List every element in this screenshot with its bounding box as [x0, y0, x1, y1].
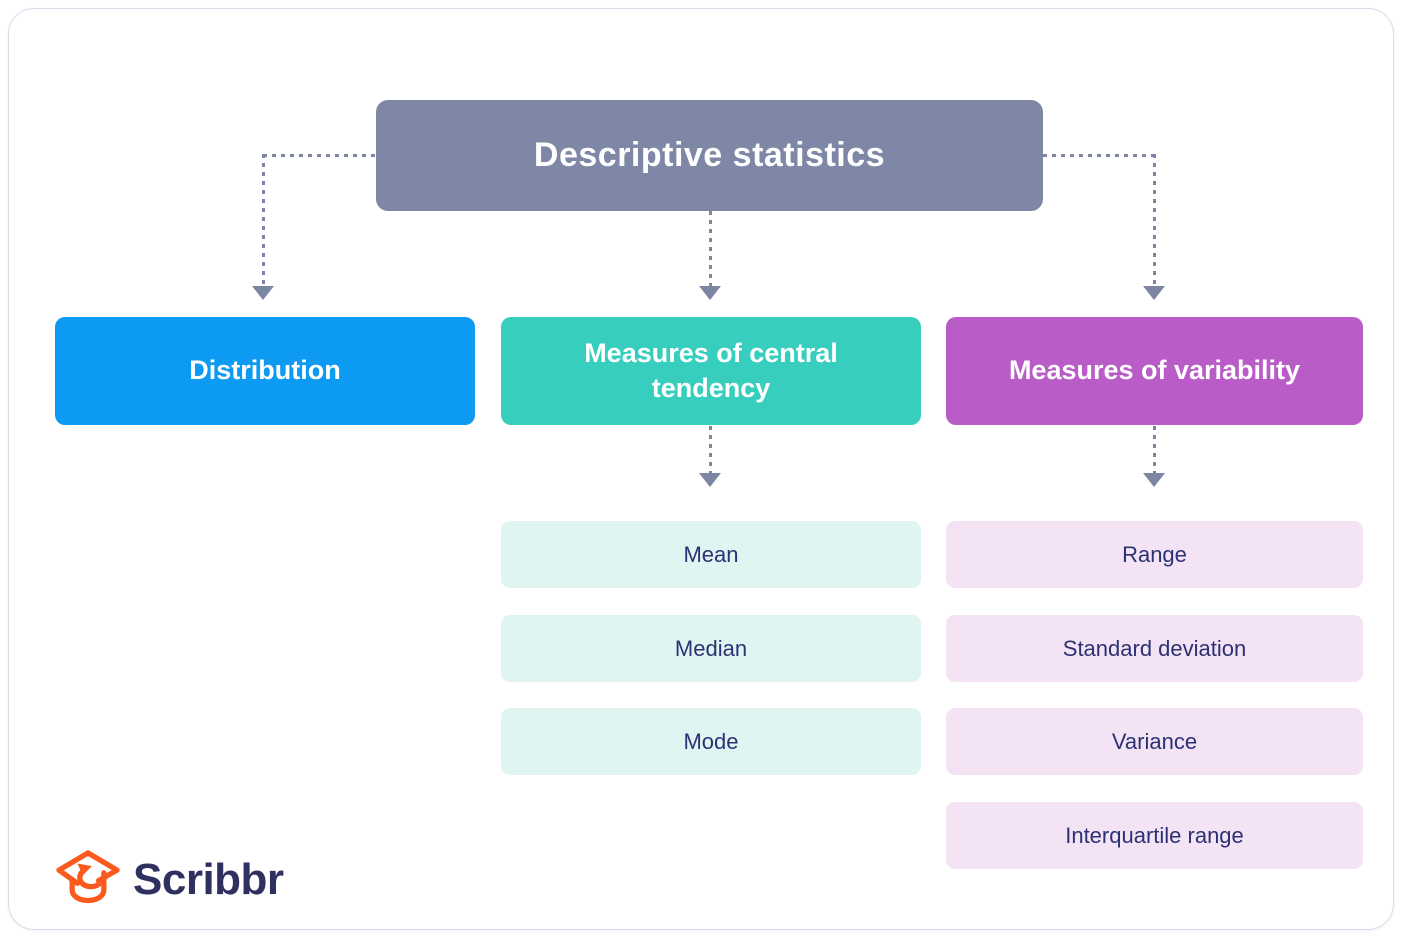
child-interquartile-range: Interquartile range — [946, 802, 1363, 869]
child-standard-deviation: Standard deviation — [946, 615, 1363, 682]
connector-left-horizontal — [263, 154, 377, 157]
scribbr-logo: Scribbr — [55, 847, 284, 913]
scribbr-wordmark: Scribbr — [133, 855, 284, 904]
branch-distribution: Distribution — [55, 317, 475, 425]
branch-central-tendency: Measures of central tendency — [501, 317, 921, 425]
arrowhead-variability-icon — [1143, 473, 1165, 487]
arrowhead-right-icon — [1143, 286, 1165, 300]
connector-center-vertical — [709, 211, 712, 286]
child-range: Range — [946, 521, 1363, 588]
connector-right-vertical — [1153, 154, 1156, 287]
diagram-card: Descriptive statistics Distribution Meas… — [8, 8, 1394, 930]
root-node-descriptive-statistics: Descriptive statistics — [376, 100, 1043, 211]
connector-variability-vertical — [1153, 426, 1156, 474]
connector-central-tendency-vertical — [709, 426, 712, 474]
child-median: Median — [501, 615, 921, 682]
child-variance: Variance — [946, 708, 1363, 775]
arrowhead-left-icon — [252, 286, 274, 300]
connector-right-horizontal — [1043, 154, 1154, 157]
graduation-cap-arrow-icon — [56, 850, 120, 904]
arrowhead-central-tendency-icon — [699, 473, 721, 487]
arrowhead-center-icon — [699, 286, 721, 300]
child-mode: Mode — [501, 708, 921, 775]
branch-variability: Measures of variability — [946, 317, 1363, 425]
child-mean: Mean — [501, 521, 921, 588]
connector-left-vertical — [262, 154, 265, 287]
